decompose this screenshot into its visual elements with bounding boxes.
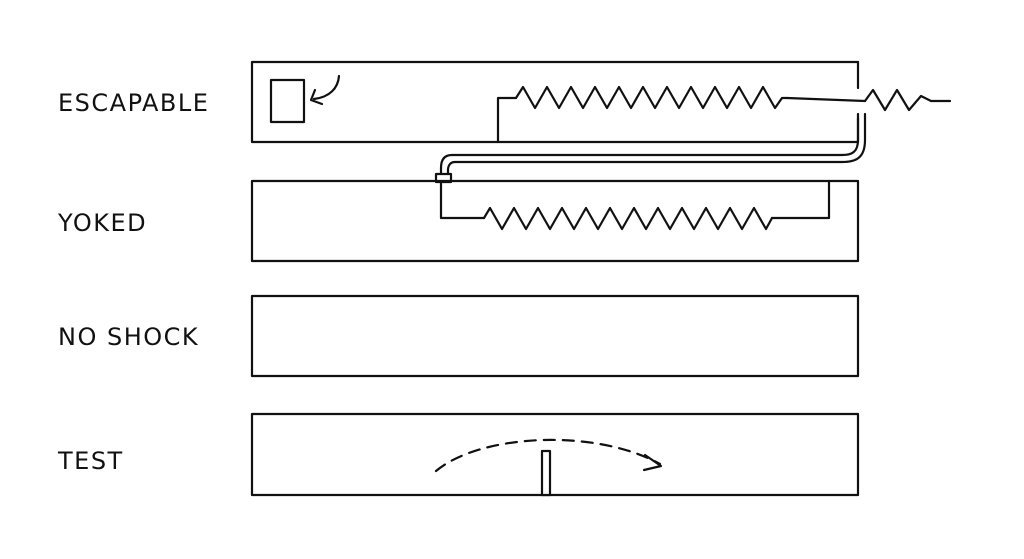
arrowhead-icon [309, 88, 324, 106]
yoked-box-outline [250, 179, 860, 263]
escapable-box [250, 60, 952, 144]
connecting-cable-outer [439, 116, 860, 178]
escapable-zigzag-resistor [514, 85, 789, 110]
no-shock-box-outline [250, 294, 860, 378]
yoked-circuit-wire-left [439, 180, 486, 220]
test-box [250, 412, 860, 497]
yoked-zigzag-resistor [482, 206, 774, 231]
no-shock-box [250, 294, 860, 378]
label-escapable: ESCAPABLE [58, 89, 209, 117]
escape-panel [269, 78, 306, 124]
escapable-output-wire [785, 96, 867, 103]
label-no-shock: NO SHOCK [58, 323, 199, 351]
yoked-circuit-wire-right [770, 179, 831, 220]
label-yoked: YOKED [57, 209, 147, 237]
external-zigzag-resistor [863, 88, 952, 112]
connecting-cable-inner [446, 112, 867, 178]
escapable-circuit-wire [496, 96, 518, 144]
test-barrier [540, 449, 552, 497]
escapable-box-outline [250, 60, 860, 144]
curved-arrow-icon [312, 74, 341, 101]
jump-arrowhead-icon [642, 453, 663, 472]
dashed-jump-arrow-icon [434, 438, 662, 473]
yoked-box [250, 179, 860, 263]
test-box-outline [250, 412, 860, 497]
label-test: TEST [57, 447, 124, 475]
